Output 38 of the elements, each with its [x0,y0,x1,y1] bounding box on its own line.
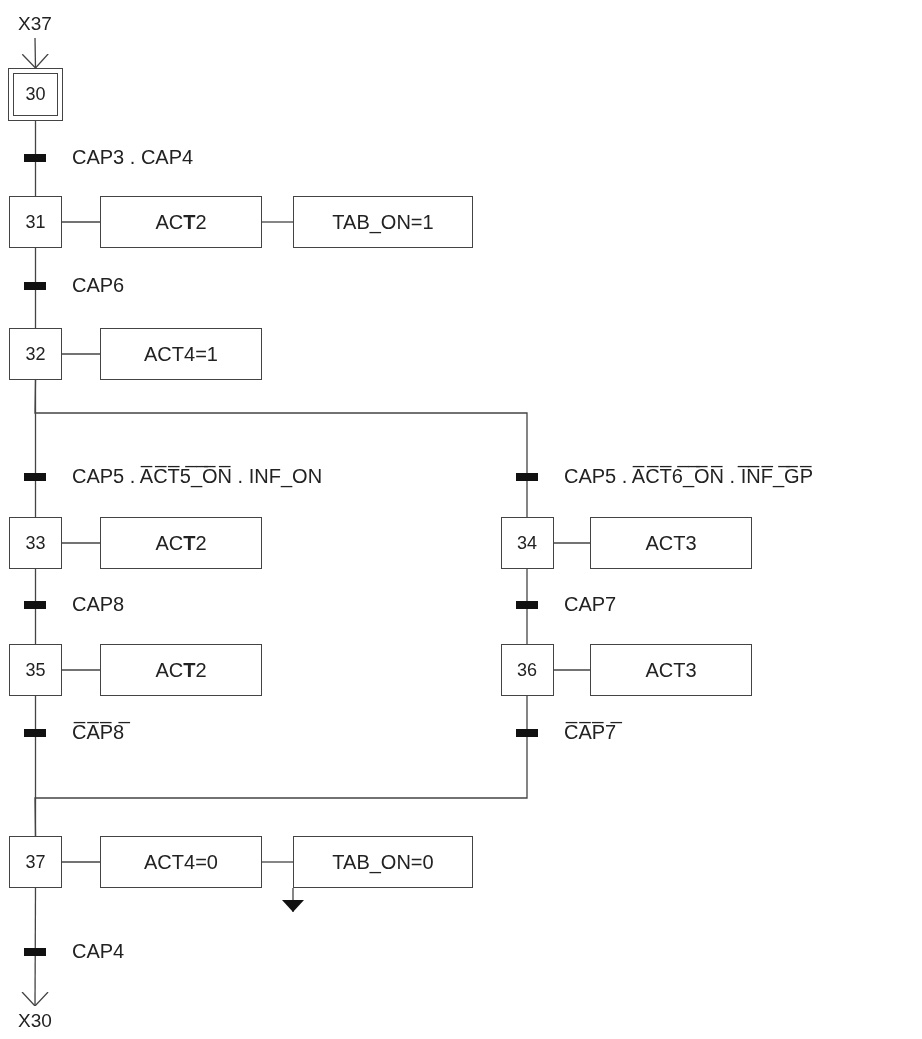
connector-line [61,669,101,671]
connector-line [61,861,101,863]
action-box: ACT2 [100,644,262,696]
step-box: 36 [500,644,554,696]
step-box: 31 [9,196,62,248]
step-box: 35 [9,644,62,696]
connector-line [552,669,591,671]
action-box: ACT4=0 [100,836,262,888]
action-box: ACT2 [100,196,262,248]
arrow [282,887,304,913]
arrow [21,887,49,1007]
connector-line [34,120,37,197]
connector-line [34,379,528,518]
connector-line [261,221,294,223]
step-box: 33 [9,517,62,569]
connector-line [34,568,37,645]
connector-line [34,247,37,329]
action-box: ACT4=1 [100,328,262,380]
action-box: ACT3 [590,517,752,569]
action-box: TAB_ON=1 [293,196,473,248]
step-reference: X37 [12,10,58,38]
transition-condition: CAP5 . A̅C̅T̅6̅_̅O̅N̅ . I̅N̅F̅_̅G̅P̅ [562,463,815,489]
connector-line [526,568,528,645]
step-box: 34 [500,517,554,569]
initial-step-box: 30 [8,68,63,121]
action-box: ACT2 [100,517,262,569]
connector-line [261,861,294,863]
step-reference: X30 [12,1006,58,1036]
action-box: ACT3 [590,644,752,696]
connector-line [552,542,591,544]
connector-line [34,695,528,837]
arrow [21,37,49,69]
step-box: 32 [9,328,62,380]
connector-line [61,542,101,544]
connector-line [61,353,101,355]
step-box: 37 [9,836,62,888]
action-box: TAB_ON=0 [293,836,473,888]
connector-line [61,221,101,223]
